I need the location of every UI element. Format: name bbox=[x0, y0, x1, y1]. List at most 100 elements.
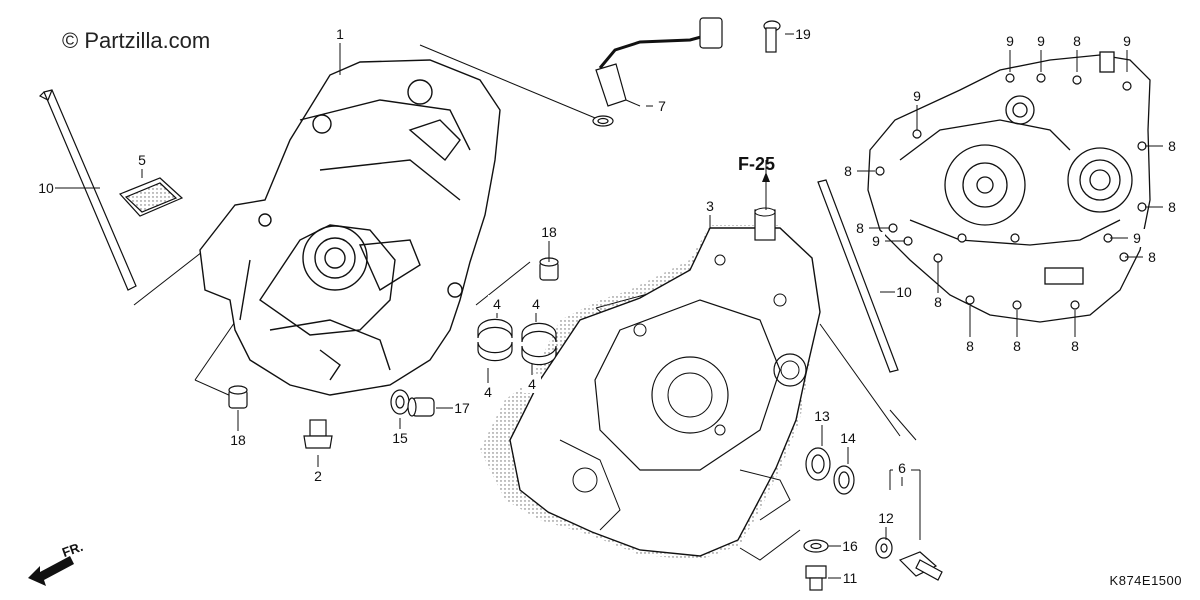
callout-number: 4 bbox=[484, 384, 492, 400]
callout-bg bbox=[1008, 337, 1026, 355]
sensor-assembly bbox=[592, 17, 723, 127]
callout-bg bbox=[488, 295, 506, 313]
neutral-switch-6 bbox=[898, 551, 943, 581]
callout-bg bbox=[851, 219, 869, 237]
callout-bg bbox=[839, 162, 857, 180]
oil-seal-14 bbox=[833, 465, 855, 495]
callout-bg bbox=[1128, 229, 1146, 247]
reference-arrow-icon bbox=[762, 172, 770, 210]
bearing-13 bbox=[805, 447, 831, 481]
callout-bg bbox=[331, 25, 349, 43]
callout-number: 18 bbox=[541, 224, 557, 240]
callout-number: 9 bbox=[1037, 33, 1045, 49]
callout-number: 8 bbox=[1073, 33, 1081, 49]
callout-bg bbox=[309, 467, 327, 485]
callout-bg bbox=[867, 232, 885, 250]
callout-number: 8 bbox=[856, 220, 864, 236]
callout-number: 4 bbox=[493, 296, 501, 312]
callout-number: 5 bbox=[138, 152, 146, 168]
callout-bg bbox=[540, 223, 558, 241]
callout-number: 1 bbox=[336, 26, 344, 42]
washer-16 bbox=[803, 539, 829, 553]
oil-strainer-screen bbox=[118, 177, 184, 217]
callout-number: 8 bbox=[1168, 199, 1176, 215]
callout-number: 12 bbox=[878, 510, 894, 526]
callout-bg bbox=[653, 97, 671, 115]
callout-number: 10 bbox=[38, 180, 54, 196]
callout-number: 4 bbox=[528, 376, 536, 392]
mating-face-bolt-holes bbox=[875, 73, 1147, 310]
callout-bg bbox=[841, 569, 859, 587]
callout-bg bbox=[1066, 337, 1084, 355]
callout-bg bbox=[841, 537, 859, 555]
callout-number: 8 bbox=[1071, 338, 1079, 354]
callout-bg bbox=[1118, 32, 1136, 50]
callout-number: 4 bbox=[532, 296, 540, 312]
diagram-code: K874E1500 bbox=[1109, 573, 1182, 588]
callout-number: 17 bbox=[454, 400, 470, 416]
left-crankcase-half bbox=[199, 59, 501, 396]
callout-number: 14 bbox=[840, 430, 856, 446]
callout-bg bbox=[813, 407, 831, 425]
callout-number: 9 bbox=[1123, 33, 1131, 49]
callout-bg bbox=[839, 429, 857, 447]
callout-bg bbox=[895, 283, 913, 301]
callout-bg bbox=[929, 293, 947, 311]
callout-number: 7 bbox=[658, 98, 666, 114]
callout-number: 18 bbox=[230, 432, 246, 448]
callout-bg bbox=[1068, 32, 1086, 50]
callout-bg bbox=[701, 197, 719, 215]
callout-number: 15 bbox=[392, 430, 408, 446]
callout-number: 8 bbox=[1168, 138, 1176, 154]
right-crankcase-half bbox=[480, 207, 821, 560]
callout-number: 8 bbox=[934, 294, 942, 310]
callout-number: 9 bbox=[1006, 33, 1014, 49]
callout-bg bbox=[1032, 32, 1050, 50]
callout-number: 8 bbox=[966, 338, 974, 354]
callout-number: 13 bbox=[814, 408, 830, 424]
callout-number: 9 bbox=[872, 233, 880, 249]
drain-bolt-2 bbox=[303, 419, 333, 449]
callout-number: 19 bbox=[795, 26, 811, 42]
callout-bg bbox=[877, 509, 895, 527]
stud-bolt-right bbox=[817, 179, 899, 373]
callout-bg bbox=[1143, 248, 1161, 266]
collar-17 bbox=[407, 397, 435, 417]
callout-bg bbox=[37, 179, 55, 197]
watermark: © Partzilla.com bbox=[62, 28, 211, 53]
washer-12 bbox=[875, 537, 893, 559]
callout-number: 2 bbox=[314, 468, 322, 484]
callout-number: 8 bbox=[1148, 249, 1156, 265]
callout-bg bbox=[527, 295, 545, 313]
callout-number: 8 bbox=[844, 163, 852, 179]
callout-bg bbox=[1163, 137, 1181, 155]
bearing-shells bbox=[477, 318, 557, 366]
callout-number: 8 bbox=[1013, 338, 1021, 354]
washer-15 bbox=[390, 389, 410, 415]
callout-bg bbox=[893, 459, 911, 477]
stud-bolt-left bbox=[38, 89, 137, 291]
callout-number: 3 bbox=[706, 198, 714, 214]
callout-bg bbox=[453, 399, 471, 417]
dowel-pin-lower bbox=[228, 385, 248, 409]
bolt-19 bbox=[763, 20, 781, 53]
bolt-11 bbox=[805, 565, 827, 591]
callout-number: 9 bbox=[913, 88, 921, 104]
front-direction-arrow-icon bbox=[28, 556, 74, 586]
callout-bg bbox=[1001, 32, 1019, 50]
callout-number: 9 bbox=[1133, 230, 1141, 246]
callout-bg bbox=[961, 337, 979, 355]
callout-number: 11 bbox=[843, 570, 858, 586]
callout-bg bbox=[133, 151, 151, 169]
callout-number: 10 bbox=[896, 284, 912, 300]
callout-number: 6 bbox=[898, 460, 906, 476]
callout-bg bbox=[794, 25, 812, 43]
callout-bg bbox=[391, 429, 409, 447]
callout-number: 16 bbox=[842, 538, 858, 554]
callout-bg bbox=[229, 431, 247, 449]
dowel-pin-upper bbox=[539, 257, 559, 281]
callout-bg bbox=[1163, 198, 1181, 216]
callout-bg bbox=[523, 375, 541, 393]
